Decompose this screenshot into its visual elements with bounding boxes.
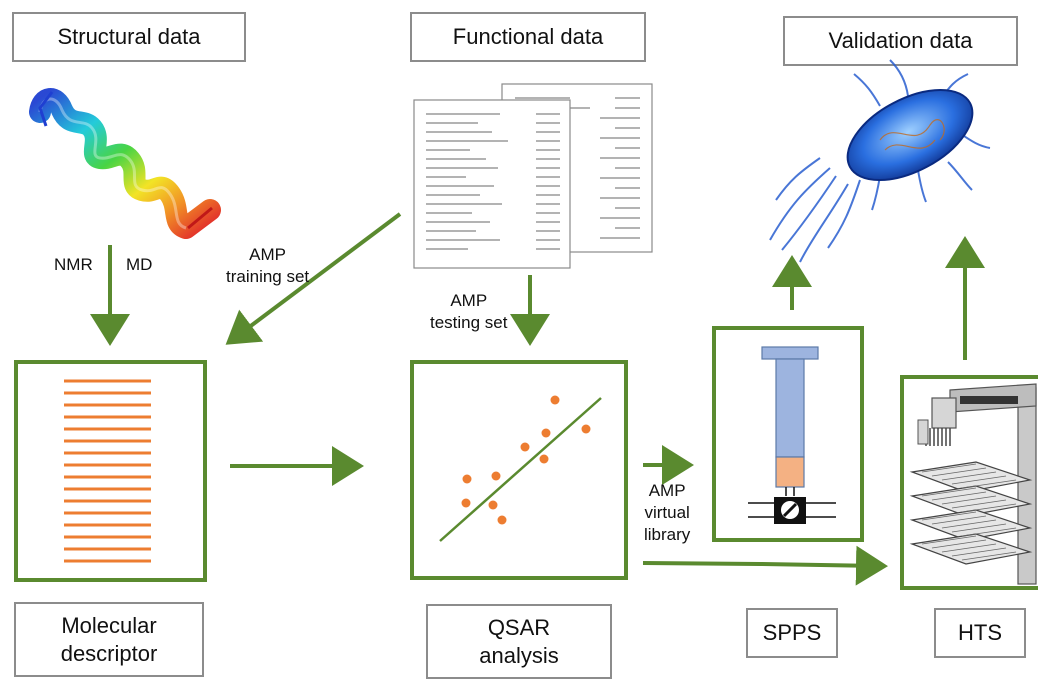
spps-column-icon — [748, 346, 836, 524]
qsar-point — [462, 474, 472, 484]
qsar-point — [550, 395, 560, 405]
bacterium-icon — [769, 59, 991, 263]
qsar-scatter-plot — [439, 395, 602, 542]
molecular-descriptor-label: Molecular descriptor — [14, 602, 204, 677]
functional-data-label: Functional data — [410, 12, 646, 62]
qsar-point — [541, 428, 551, 438]
structural-data-text: Structural data — [57, 24, 201, 50]
hts-robot-icon — [909, 383, 1037, 585]
hts-text: HTS — [958, 620, 1002, 646]
qsar-point — [520, 442, 530, 452]
protein-helix-icon — [29, 88, 221, 239]
spps-text: SPPS — [762, 620, 822, 646]
arrow-functional-to-descriptor — [225, 212, 402, 345]
qsar-point — [497, 515, 507, 525]
hts-label: HTS — [934, 608, 1026, 658]
qsar-point — [488, 500, 498, 510]
arrow-qsar-to-hts — [642, 545, 888, 586]
molecular-descriptor-text: Molecular descriptor — [60, 613, 158, 666]
nmr-label: NMR — [54, 255, 93, 274]
data-sheets-icon — [413, 83, 653, 269]
descriptor-lines — [64, 379, 151, 563]
qsar-point — [539, 454, 549, 464]
qsar-analysis-text: QSAR analysis — [479, 615, 559, 668]
qsar-point — [581, 424, 591, 434]
structural-data-label: Structural data — [12, 12, 246, 62]
spps-label: SPPS — [746, 608, 838, 658]
qsar-analysis-label: QSAR analysis — [426, 604, 612, 679]
qsar-regression-line — [439, 397, 602, 542]
qsar-point — [461, 498, 471, 508]
amp-testing-set-label: AMP testing set — [430, 291, 508, 333]
validation-data-text: Validation data — [828, 28, 973, 54]
amp-training-set-label: AMP training set — [226, 245, 310, 287]
functional-data-text: Functional data — [452, 24, 604, 50]
molecular-descriptor-panel — [14, 360, 207, 582]
validation-data-label: Validation data — [783, 16, 1018, 66]
qsar-point — [491, 471, 501, 481]
flow-arrows — [90, 212, 985, 586]
amp-virtual-library-label: AMP virtual library — [644, 481, 691, 545]
md-label: MD — [126, 255, 153, 274]
